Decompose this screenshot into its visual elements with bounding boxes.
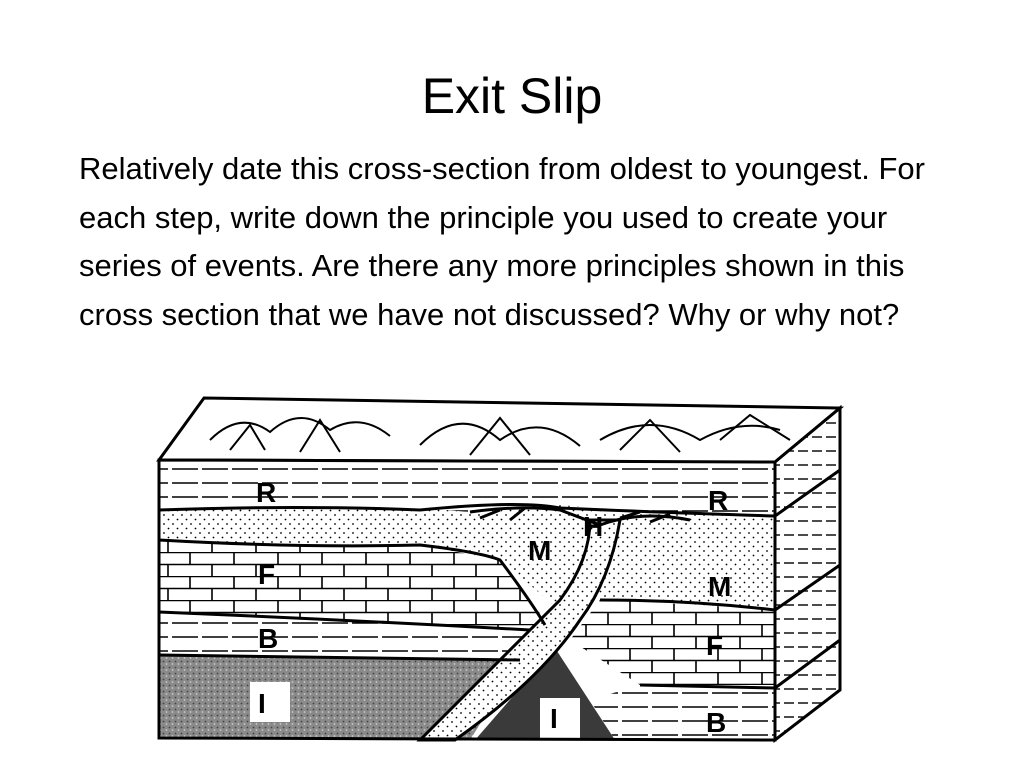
right-side-face bbox=[773, 404, 842, 744]
cross-section-drawing: R F B I M H I R M F B bbox=[156, 396, 845, 744]
label-r-left: R bbox=[256, 477, 276, 508]
front-face-outline bbox=[157, 458, 777, 742]
label-r-right: R bbox=[708, 485, 728, 516]
landscape-surface bbox=[156, 396, 845, 464]
label-b-left: B bbox=[258, 623, 278, 654]
layer-boundaries bbox=[158, 502, 776, 690]
layer-r-front bbox=[159, 460, 775, 512]
layer-f-front bbox=[159, 540, 545, 630]
layer-f-right-front bbox=[570, 600, 775, 685]
slide-title: Exit Slip bbox=[421, 68, 603, 124]
label-i-mid: I bbox=[550, 703, 558, 734]
label-b-right: B bbox=[706, 707, 726, 738]
layer-m-front bbox=[159, 505, 775, 610]
layer-b-front bbox=[159, 612, 545, 660]
label-m-right: M bbox=[708, 571, 731, 602]
intrusion-i-left bbox=[159, 655, 520, 740]
geologic-cross-section-figure: R F B I M H I R M F B bbox=[130, 383, 854, 768]
label-m-mid: M bbox=[528, 535, 551, 566]
mountain-hatching bbox=[209, 413, 791, 456]
label-f-right: F bbox=[706, 630, 723, 661]
label-h-mid: H bbox=[583, 511, 603, 542]
layer-b-right-front bbox=[590, 685, 775, 740]
label-f-left: F bbox=[258, 559, 275, 590]
right-side-boundaries bbox=[774, 468, 841, 690]
label-i-left: I bbox=[258, 688, 266, 719]
slide-body-text: Relatively date this cross-section from … bbox=[79, 151, 925, 332]
label-box-i-mid bbox=[540, 698, 580, 738]
label-box-i-left bbox=[250, 682, 290, 722]
